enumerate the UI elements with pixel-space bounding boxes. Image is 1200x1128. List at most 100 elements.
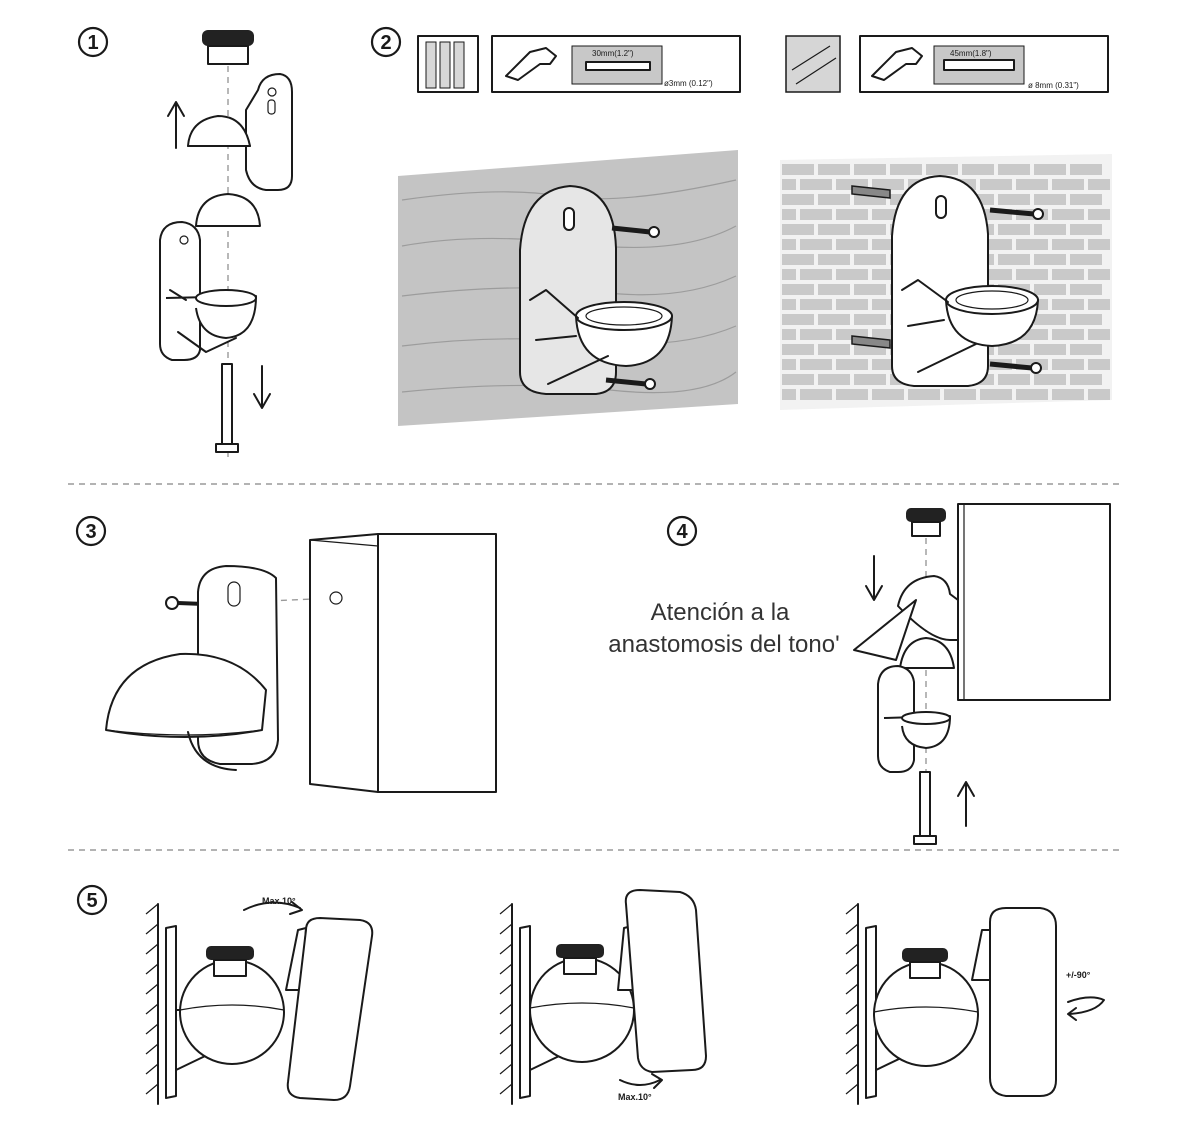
brick bbox=[836, 179, 868, 190]
brick bbox=[1016, 269, 1048, 280]
brick bbox=[800, 359, 832, 370]
step-1-illustration bbox=[159, 30, 293, 460]
brick bbox=[1034, 224, 1066, 235]
brick bbox=[908, 389, 940, 400]
brick bbox=[980, 209, 1012, 220]
brick bbox=[854, 224, 886, 235]
brick-drill-spec: 45mm(1.8") ø 8mm (0.31") bbox=[859, 35, 1109, 93]
tilt-arrow-icon bbox=[243, 901, 301, 911]
wall-screw bbox=[611, 225, 660, 238]
step-4-number: 4 bbox=[676, 521, 688, 543]
brick bbox=[1088, 389, 1110, 400]
brick bbox=[782, 329, 796, 340]
arrow-up-icon bbox=[167, 101, 185, 149]
brick bbox=[998, 194, 1030, 205]
brick bbox=[782, 164, 814, 175]
brick bbox=[782, 224, 814, 235]
brick bbox=[782, 344, 814, 355]
brick bbox=[1016, 389, 1048, 400]
wood-drill-diameter-label: ø3mm (0.12") bbox=[664, 79, 713, 88]
arrow-down-icon bbox=[865, 555, 883, 601]
ball-joint-half bbox=[195, 193, 261, 227]
brick bbox=[818, 374, 850, 385]
wall-screw bbox=[989, 361, 1042, 374]
brick bbox=[1034, 284, 1066, 295]
tightening-knob bbox=[906, 508, 946, 537]
step-2-badge: 2 bbox=[370, 26, 402, 58]
speaker-box bbox=[309, 533, 497, 793]
step-1-number: 1 bbox=[87, 32, 98, 54]
brick bbox=[818, 254, 850, 265]
brick-drill-diameter-label: ø 8mm (0.31") bbox=[1028, 81, 1079, 90]
brick bbox=[1070, 164, 1102, 175]
brick bbox=[1052, 389, 1084, 400]
brick bbox=[1034, 374, 1066, 385]
callout-pointer bbox=[853, 599, 917, 661]
rotation-label: +/-90° bbox=[1066, 970, 1091, 980]
brick bbox=[1088, 329, 1110, 340]
alignment-note-line-2: anastomosis del tono' bbox=[608, 631, 839, 658]
brick bbox=[872, 239, 904, 250]
step-2-number: 2 bbox=[380, 32, 391, 54]
brick bbox=[1016, 329, 1048, 340]
brick bbox=[872, 329, 904, 340]
brick bbox=[782, 359, 796, 370]
brick-drill-depth-label: 45mm(1.8") bbox=[950, 49, 992, 58]
wood-drill-depth-label: 30mm(1.2") bbox=[592, 49, 634, 58]
bottom-screw bbox=[913, 771, 937, 845]
brick bbox=[1034, 194, 1066, 205]
drill-icon bbox=[505, 47, 557, 81]
step-4-illustration bbox=[853, 503, 1111, 845]
brick bbox=[998, 374, 1030, 385]
brick bbox=[800, 179, 832, 190]
wall-screw bbox=[989, 207, 1044, 220]
brick bbox=[800, 269, 832, 280]
step-3-number: 3 bbox=[85, 521, 96, 543]
brick bbox=[854, 194, 886, 205]
brick bbox=[1070, 224, 1102, 235]
tilt-down-illustration bbox=[499, 889, 707, 1105]
brick bbox=[890, 164, 922, 175]
brick bbox=[1052, 239, 1084, 250]
brick bbox=[1088, 239, 1110, 250]
tilt-down-label: Max.10° bbox=[618, 1092, 652, 1102]
wood-material-swatch bbox=[417, 35, 479, 93]
brick bbox=[1070, 374, 1102, 385]
brick bbox=[1052, 359, 1084, 370]
brick bbox=[800, 299, 832, 310]
brick bbox=[1052, 209, 1084, 220]
alignment-note-line-1: Atención a la bbox=[651, 599, 790, 626]
brick bbox=[1016, 179, 1048, 190]
brick bbox=[836, 239, 868, 250]
brick bbox=[836, 329, 868, 340]
brick-wall-mounting-scene bbox=[780, 154, 1112, 410]
brick bbox=[1070, 344, 1102, 355]
brick bbox=[782, 299, 796, 310]
brick bbox=[1034, 164, 1066, 175]
brick bbox=[818, 164, 850, 175]
step-1-badge: 1 bbox=[77, 26, 109, 58]
brick bbox=[1088, 179, 1110, 190]
brick bbox=[1034, 314, 1066, 325]
brick bbox=[1088, 209, 1110, 220]
brick bbox=[1052, 329, 1084, 340]
wall-anchor bbox=[851, 185, 891, 199]
step-3-badge: 3 bbox=[75, 515, 107, 547]
brick bbox=[998, 164, 1030, 175]
brick bbox=[782, 374, 814, 385]
brick-material-swatch bbox=[785, 35, 841, 93]
arrow-up-icon bbox=[957, 781, 975, 827]
brick bbox=[1088, 299, 1110, 310]
brick bbox=[854, 164, 886, 175]
brick bbox=[1052, 299, 1084, 310]
bracket-top-assembly bbox=[187, 73, 293, 191]
arrow-down-icon bbox=[253, 365, 271, 409]
tilt-up-illustration bbox=[145, 901, 374, 1105]
brick bbox=[980, 239, 1012, 250]
brick bbox=[854, 284, 886, 295]
brick bbox=[1070, 314, 1102, 325]
brick bbox=[926, 164, 958, 175]
rotate-illustration bbox=[845, 903, 1105, 1105]
brick bbox=[782, 239, 796, 250]
